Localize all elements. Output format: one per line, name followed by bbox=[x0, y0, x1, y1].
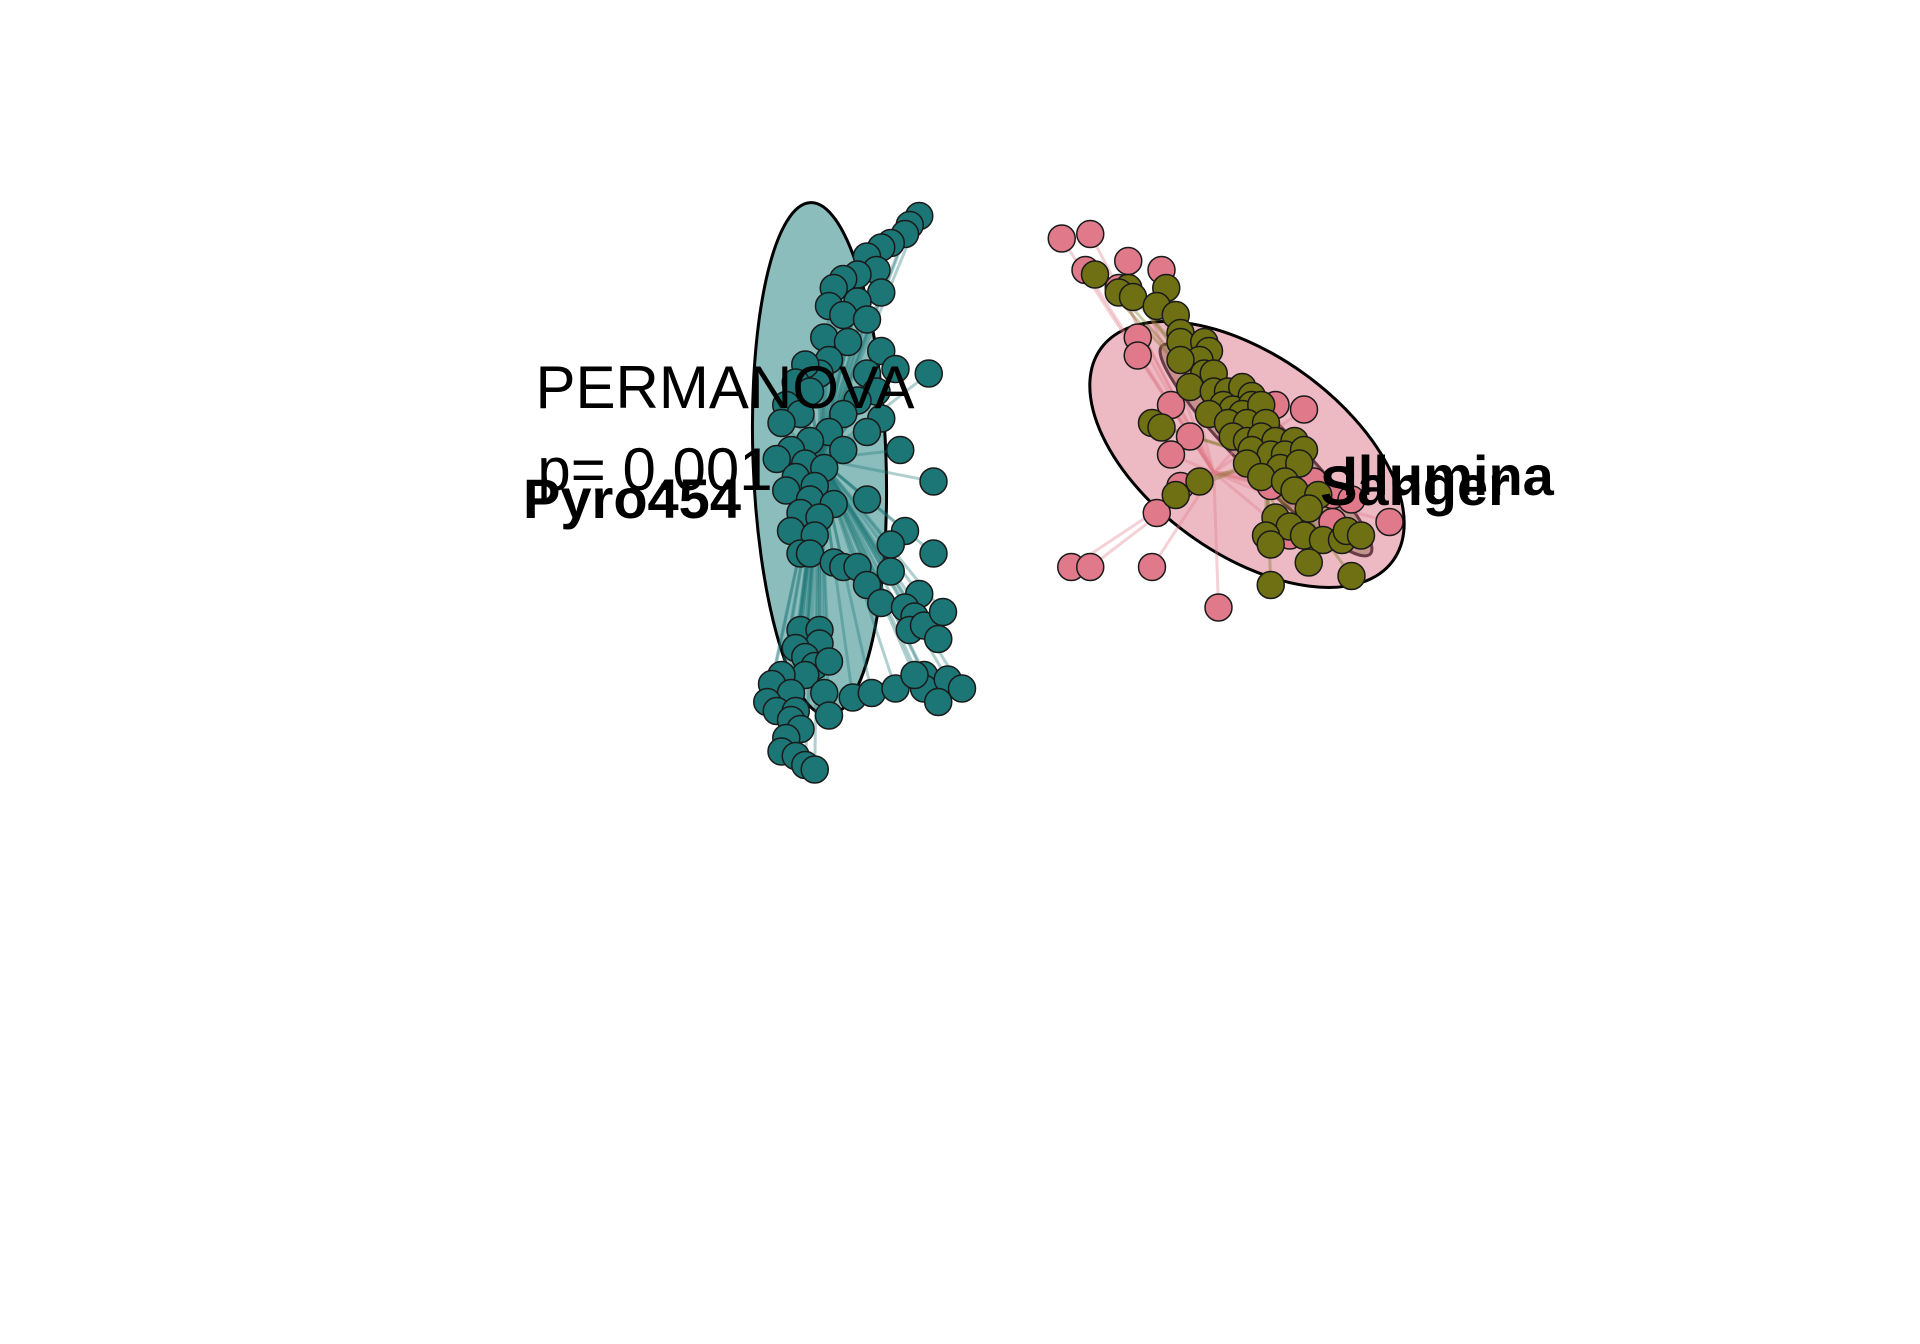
point-pyro454 bbox=[833, 327, 863, 357]
point-illumina bbox=[1294, 548, 1323, 577]
point-sanger bbox=[1114, 246, 1143, 276]
point-sanger bbox=[1156, 440, 1186, 469]
spider-line-sanger bbox=[1212, 472, 1220, 608]
point-pyro454 bbox=[886, 435, 915, 465]
point-illumina bbox=[1147, 413, 1176, 442]
point-pyro454 bbox=[881, 354, 910, 384]
point-pyro454 bbox=[762, 444, 791, 474]
point-illumina bbox=[1247, 462, 1276, 492]
point-pyro454 bbox=[924, 687, 953, 717]
point-pyro454 bbox=[876, 557, 905, 586]
point-pyro454 bbox=[876, 530, 905, 559]
point-pyro454 bbox=[767, 408, 796, 438]
point-illumina bbox=[1337, 561, 1366, 591]
point-illumina bbox=[1256, 570, 1285, 600]
point-pyro454 bbox=[814, 647, 844, 676]
point-pyro454 bbox=[928, 597, 958, 627]
point-illumina bbox=[1118, 282, 1148, 312]
point-sanger bbox=[1289, 395, 1319, 424]
point-illumina bbox=[1161, 480, 1190, 510]
point-sanger bbox=[1142, 498, 1171, 528]
point-pyro454 bbox=[829, 435, 858, 465]
point-pyro454 bbox=[900, 660, 929, 690]
point-pyro454 bbox=[814, 701, 844, 730]
point-pyro454 bbox=[914, 359, 943, 388]
group-label-pyro454: Pyro454 bbox=[523, 467, 741, 530]
point-illumina bbox=[1175, 372, 1205, 402]
point-illumina bbox=[1166, 345, 1195, 375]
point-illumina bbox=[1256, 530, 1285, 559]
point-pyro454 bbox=[829, 300, 858, 330]
point-illumina bbox=[1346, 521, 1376, 550]
permanova-title: PERMANOVA bbox=[536, 354, 915, 421]
group-label-illumina: Illumina bbox=[1342, 444, 1554, 507]
point-sanger bbox=[1337, 485, 1366, 514]
point-sanger bbox=[1375, 507, 1404, 537]
spider-line-pyro454 bbox=[818, 458, 916, 618]
point-sanger bbox=[1076, 552, 1105, 582]
point-pyro454 bbox=[852, 485, 882, 514]
point-pyro454 bbox=[800, 755, 829, 784]
point-pyro454 bbox=[924, 624, 953, 654]
point-pyro454 bbox=[852, 417, 882, 447]
point-sanger bbox=[1123, 341, 1152, 370]
point-pyro454 bbox=[919, 467, 948, 496]
point-pyro454 bbox=[947, 674, 977, 703]
point-illumina bbox=[1080, 260, 1110, 289]
point-sanger bbox=[1047, 224, 1076, 253]
point-sanger bbox=[1204, 593, 1233, 622]
point-pyro454 bbox=[857, 678, 886, 708]
point-illumina bbox=[1294, 494, 1323, 523]
permanova-p-value: p= 0.001 bbox=[537, 436, 772, 503]
point-sanger bbox=[1076, 219, 1105, 249]
point-sanger bbox=[1137, 552, 1167, 582]
point-pyro454 bbox=[852, 305, 882, 334]
point-pyro454 bbox=[867, 278, 896, 307]
group-label-sanger: Sanger bbox=[1320, 454, 1510, 517]
point-pyro454 bbox=[867, 588, 896, 618]
point-layer bbox=[753, 201, 1404, 784]
point-sanger bbox=[1175, 422, 1205, 451]
point-illumina bbox=[1185, 467, 1214, 496]
point-pyro454 bbox=[919, 539, 948, 568]
point-pyro454 bbox=[795, 539, 825, 568]
